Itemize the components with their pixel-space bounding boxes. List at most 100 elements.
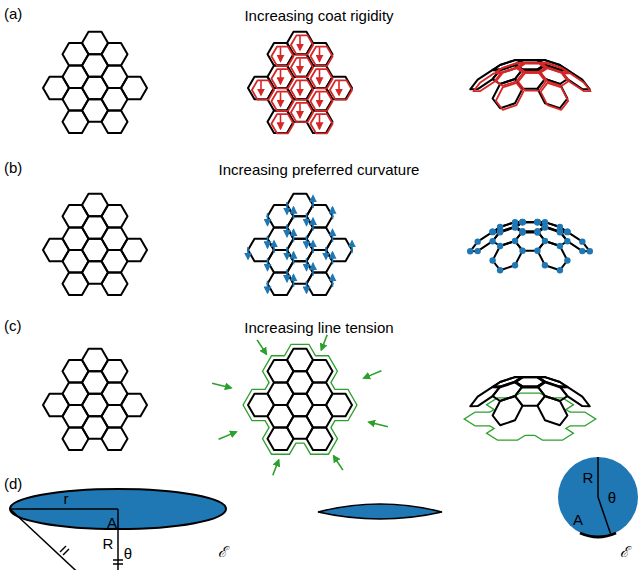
curvature-dot [564,229,570,235]
force-arrow [286,247,288,259]
force-arrow [273,460,279,475]
force-arrow [286,202,288,214]
curvature-dot [497,228,503,234]
energy-label: ℰ [218,545,227,560]
curvature-dot [534,228,540,234]
force-arrow [267,258,269,270]
curvature-dot [519,219,525,225]
force-arrow [299,81,301,95]
curvature-dot [519,247,525,253]
force-arrow [321,335,327,350]
force-arrow [332,275,334,287]
hexagon-cell [102,360,128,383]
hexagon-cell [102,43,128,66]
force-arrow [338,81,340,95]
curvature-dot [519,219,525,225]
area-label: A [107,515,117,530]
hexagon-cell [291,80,313,99]
force-arrow [293,207,295,219]
force-arrow [212,383,231,388]
curvature-dot [489,229,495,235]
force-arrow [267,281,269,293]
hexagon-cell [307,205,333,228]
hexagon-cell [307,428,333,451]
force-arrow [293,230,295,242]
force-arrow [332,252,334,264]
curvature-dot [519,219,525,225]
hexagon-cell [271,114,293,133]
angle-label: θ [124,546,132,561]
force-arrow [280,115,282,129]
force-arrow [299,104,301,118]
curvature-dot [519,219,525,225]
panel-letter: (a) [4,6,22,21]
curvature-dot [542,223,548,229]
outline-mask [302,424,336,454]
curvature-dot [512,238,518,244]
curvature-dot [564,229,570,235]
curvature-dot [534,219,540,225]
curvature-dot [564,229,570,235]
curvature-dot [579,238,585,244]
panel-letter: (c) [4,318,22,333]
panel-title: Increasing preferred curvature [219,162,420,177]
radius-label: R [583,470,594,485]
curvature-dot [534,247,540,253]
force-arrow [332,230,334,242]
hexagon-cell [538,377,568,387]
shallow-cap [318,504,442,519]
hexagon-cell [102,205,128,228]
hexagon-cell [252,80,274,99]
force-arrow [299,36,301,50]
curvature-dot [512,262,518,268]
hexagon-cell [310,69,332,88]
panel-title: Increasing line tension [244,320,393,335]
curvature-dot [542,238,548,244]
hexagon-cell [121,394,147,417]
curvature-dot [534,219,540,225]
hexagon-cell [271,69,293,88]
force-arrow [334,456,343,470]
curvature-dot [557,243,563,249]
hexagon-cell [470,387,500,407]
hexagon-cell [291,35,313,54]
flat-disc [10,489,226,570]
hexagon-cell [330,80,352,99]
curvature-dot [534,219,540,225]
force-arrow [312,264,314,276]
curvature-dot [489,229,495,235]
force-arrow [369,422,388,427]
hexagon-cell [538,222,568,232]
radius-label: r [64,491,69,506]
force-arrow [267,236,269,248]
hexagon-cell [102,111,128,134]
force-arrow [267,213,269,225]
curvature-dot [489,238,495,244]
hexagon-cell [310,114,332,133]
force-arrow [325,247,327,259]
force-arrow [319,70,321,84]
force-arrow [306,258,308,270]
curvature-dot [557,267,563,273]
curvature-dot [467,248,473,254]
force-arrow [257,340,266,354]
hexagon-cell [326,394,352,417]
force-arrow [293,252,295,264]
panel-title: Increasing coat rigidity [244,8,393,23]
curvature-dot [534,228,540,234]
angle-label: θ [608,490,616,505]
hexagon-cell [121,77,147,100]
force-arrow [219,432,237,439]
hexagon-cell [496,83,524,110]
hexagon-cell [470,232,500,252]
force-arrow [273,241,275,253]
force-arrow [319,115,321,129]
force-arrow [280,70,282,84]
curvature-dot [542,262,548,268]
energy-label: ℰ [620,545,629,560]
panel-letter: (b) [4,160,22,175]
hexagon-cell [518,73,546,91]
force-arrow [260,81,262,95]
